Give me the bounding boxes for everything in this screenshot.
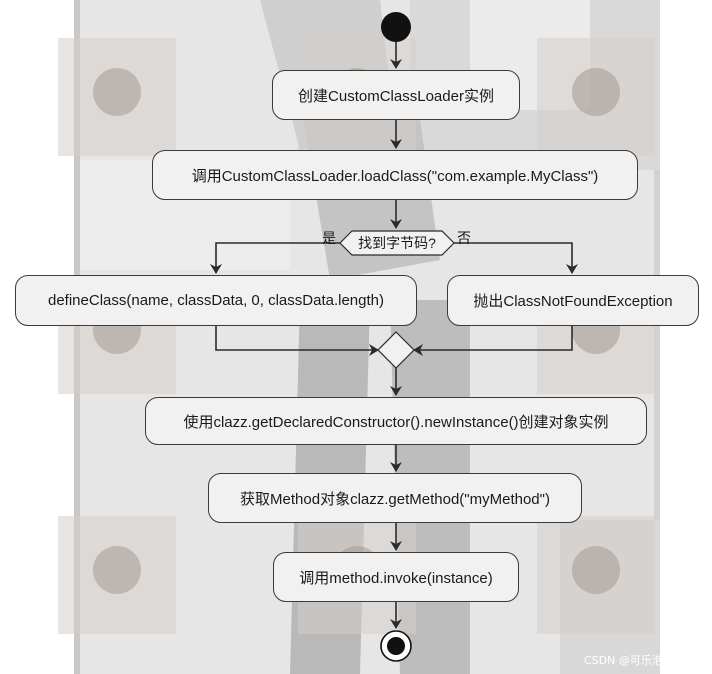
decision-label: 找到字节码? [358, 235, 436, 251]
decision-diamond [339, 230, 455, 256]
edge-label-no: 否 [457, 230, 471, 246]
edge-throw-to-merge [413, 326, 573, 356]
node-create-loader: 创建CustomClassLoader实例 [272, 70, 520, 120]
start-node [381, 12, 411, 42]
edge-label-yes: 是 [322, 230, 336, 246]
merge-diamond [377, 331, 415, 369]
node-invoke: 调用method.invoke(instance) [273, 552, 519, 602]
edge-define-to-merge [215, 326, 379, 356]
node-new-instance: 使用clazz.getDeclaredConstructor().newInst… [145, 397, 647, 445]
watermark: CSDN @可乐泡枸杞· [584, 654, 689, 667]
node-define-class: defineClass(name, classData, 0, classDat… [15, 275, 417, 326]
edge-decision-yes [210, 242, 340, 274]
node-throw-exception: 抛出ClassNotFoundException [447, 275, 699, 326]
node-get-method: 获取Method对象clazz.getMethod("myMethod") [208, 473, 582, 523]
edge-decision-no [454, 242, 578, 274]
node-load-class: 调用CustomClassLoader.loadClass("com.examp… [152, 150, 638, 200]
end-node-inner [387, 637, 405, 655]
